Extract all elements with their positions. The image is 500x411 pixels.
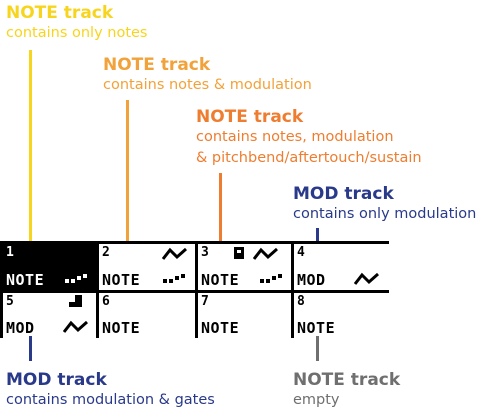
connector-line-track-2	[126, 100, 129, 246]
track-number: 1	[6, 245, 14, 260]
track-type: MOD	[297, 271, 326, 289]
track-type: NOTE	[297, 319, 336, 337]
callout-description: empty	[293, 392, 340, 408]
callout-description: contains only notes	[6, 25, 148, 41]
callout-mod-gates: MOD track contains modulation & gates	[6, 370, 215, 411]
track-cell-8[interactable]: 8 NOTE	[294, 293, 389, 338]
track-cell-6[interactable]: 6 NOTE	[99, 293, 195, 338]
track-cell-3[interactable]: 3 NOTE	[198, 244, 291, 290]
connector-line-track-8	[316, 336, 319, 361]
callout-title: MOD track	[6, 370, 107, 390]
callout-title: NOTE track	[103, 55, 211, 75]
track-cell-1[interactable]: 1 NOTE	[3, 244, 96, 290]
callout-description: contains notes & modulation	[103, 77, 312, 93]
modulation-icon	[253, 247, 278, 260]
track-cell-5[interactable]: 5 MOD	[3, 293, 96, 338]
notes-icon	[260, 274, 282, 283]
pitchbend-icon	[234, 247, 244, 259]
gate-icon	[69, 295, 82, 307]
connector-line-track-1	[29, 50, 32, 246]
modulation-icon	[354, 272, 379, 285]
callout-title: NOTE track	[293, 370, 401, 390]
track-type: NOTE	[6, 271, 45, 289]
callout-note-full: NOTE track contains notes, modulation & …	[196, 107, 422, 169]
connector-line-track-4	[316, 228, 319, 246]
track-number: 6	[102, 294, 110, 309]
callout-description-line-2: & pitchbend/aftertouch/sustain	[196, 150, 422, 166]
track-type: NOTE	[102, 271, 141, 289]
track-type: NOTE	[201, 319, 240, 337]
modulation-icon	[162, 247, 187, 260]
track-cell-2[interactable]: 2 NOTE	[99, 244, 195, 290]
callout-empty: NOTE track empty	[293, 370, 400, 411]
track-type: NOTE	[102, 319, 141, 337]
track-cell-7[interactable]: 7 NOTE	[198, 293, 291, 338]
track-type: MOD	[6, 319, 35, 337]
callout-description: contains modulation & gates	[6, 392, 215, 408]
track-grid: 1 NOTE 2 NOTE 3 NOTE 4 MOD	[0, 241, 389, 338]
callout-description-line-1: contains notes, modulation	[196, 129, 394, 145]
track-cell-4[interactable]: 4 MOD	[294, 244, 389, 290]
notes-icon	[163, 274, 185, 283]
connector-line-track-5	[29, 336, 32, 361]
callout-note-only: NOTE track contains only notes	[6, 3, 148, 44]
track-number: 2	[102, 245, 110, 260]
callout-description: contains only modulation	[293, 206, 477, 222]
notes-icon	[65, 274, 87, 283]
connector-line-track-3	[219, 173, 222, 246]
track-number: 3	[201, 245, 209, 260]
callout-title: MOD track	[293, 184, 394, 204]
callout-mod-only: MOD track contains only modulation	[293, 184, 476, 225]
track-number: 4	[297, 245, 305, 260]
track-number: 8	[297, 294, 305, 309]
track-type: NOTE	[201, 271, 240, 289]
track-number: 7	[201, 294, 209, 309]
track-number: 5	[6, 294, 14, 309]
callout-title: NOTE track	[6, 3, 114, 23]
callout-note-mod: NOTE track contains notes & modulation	[103, 55, 312, 96]
callout-title: NOTE track	[196, 107, 304, 127]
modulation-icon	[63, 320, 88, 333]
